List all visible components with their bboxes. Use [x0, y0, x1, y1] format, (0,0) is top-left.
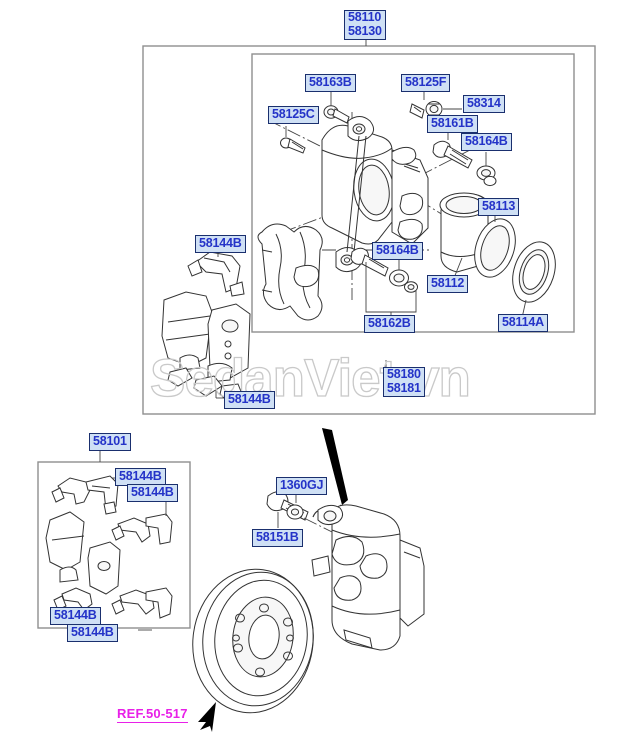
brake-disc-art	[192, 568, 314, 714]
rear-caliper-art	[311, 504, 425, 651]
caliper-housing-art	[321, 116, 429, 273]
label-58144B-p3: 58144B	[50, 607, 101, 625]
label-58162B: 58162B	[364, 315, 415, 333]
bolt-58125C-art	[280, 137, 306, 154]
top-panel-border	[142, 45, 596, 415]
watermark: SedanViet.vn	[149, 348, 471, 408]
label-58164B-lower: 58164B	[372, 242, 423, 260]
label-58144B-p2: 58144B	[127, 484, 178, 502]
label-58125F: 58125F	[401, 74, 451, 92]
piston-seal-58113-art	[474, 218, 516, 278]
label-58114A: 58114A	[498, 314, 548, 332]
label-58144B-bottom: 58144B	[224, 391, 275, 409]
label-58314: 58314	[463, 95, 505, 113]
brake-hose-art	[322, 428, 348, 505]
label-58101: 58101	[89, 433, 131, 451]
label-58112: 58112	[427, 275, 469, 293]
reference-label: REF.50-517	[117, 706, 188, 723]
label-58164B-upper: 58164B	[461, 133, 512, 151]
guide-pin-58161B-art	[432, 140, 497, 187]
shim-clips-art	[45, 475, 173, 619]
label-58163B: 58163B	[305, 74, 356, 92]
ref-arrow	[198, 702, 216, 732]
bleeder-cap-58163B-art	[323, 105, 350, 124]
label-58151B: 58151B	[252, 529, 303, 547]
label-58161B: 58161B	[427, 115, 478, 133]
label-1360GJ: 1360GJ	[276, 477, 328, 495]
dust-boot-58114A-art	[512, 241, 556, 303]
label-top-assembly-title: 58110 58130	[344, 10, 386, 40]
label-pad-kit: 58180 58181	[383, 367, 425, 397]
label-58113: 58113	[478, 198, 520, 216]
caliper-carrier-bracket-art	[257, 223, 323, 321]
label-58125C: 58125C	[268, 106, 319, 124]
label-58144B-p4: 58144B	[67, 624, 118, 642]
washer-1360GJ-art	[286, 504, 304, 520]
pad-clip-58144B-art	[187, 251, 245, 297]
label-58144B-top: 58144B	[195, 235, 246, 253]
